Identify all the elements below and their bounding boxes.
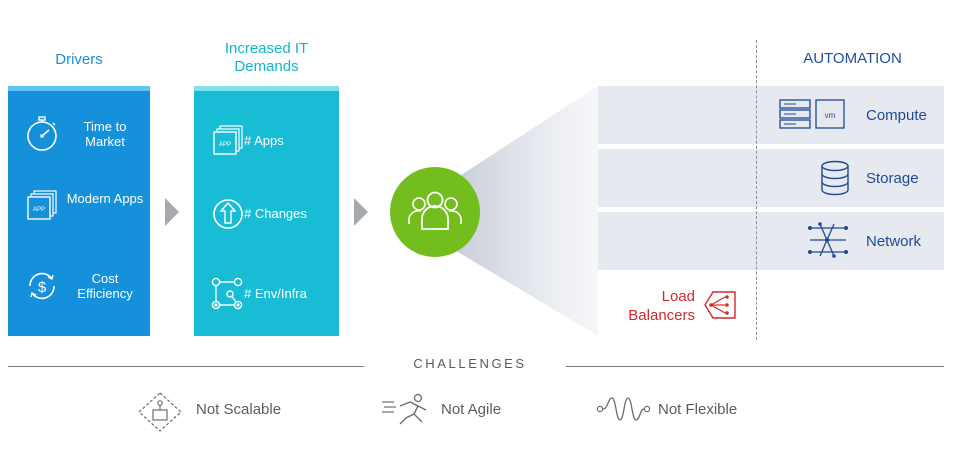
stopwatch-icon	[27, 116, 57, 151]
driver-label: Cost Efficiency	[77, 271, 133, 301]
automation-row-network: Network	[598, 212, 944, 270]
load-balancers-label: Load Balancers	[628, 288, 695, 324]
automation-label: Network	[866, 233, 922, 250]
challenge-label: Not Scalable	[196, 401, 282, 418]
squiggle-icon	[596, 397, 651, 421]
arrow-right-icon	[165, 198, 179, 226]
database-icon	[821, 160, 849, 196]
driver-item-modern-apps: APP Modern Apps	[8, 181, 150, 229]
challenges-rule-right	[566, 366, 944, 367]
dollar-cycle-icon: $	[29, 272, 55, 300]
server-vm-icon: vm	[779, 99, 845, 129]
network-nodes-icon	[211, 277, 243, 310]
challenges-title: CHALLENGES	[413, 356, 527, 371]
automation-divider	[756, 40, 757, 340]
demand-item-apps: APP # Apps	[194, 116, 339, 164]
demand-item-changes: # Changes	[194, 189, 339, 237]
team-group-icon	[408, 191, 462, 230]
challenge-label: Not Flexible	[658, 401, 738, 418]
demand-label: # Changes	[244, 206, 307, 221]
app-stack-icon: APP	[27, 190, 57, 220]
app-stack-icon: APP	[213, 125, 243, 155]
automation-row-compute: vm Compute	[598, 86, 944, 144]
automation-title: AUTOMATION	[803, 50, 902, 67]
vm-label: vm	[825, 111, 836, 120]
upload-arrow-icon	[213, 199, 243, 229]
challenges-rule-left	[8, 366, 364, 367]
demand-label: # Apps	[244, 133, 284, 148]
network-switch-icon	[808, 222, 848, 258]
driver-item-cost-efficiency: $ Cost Efficiency	[8, 261, 150, 309]
demands-panel: APP # Apps # Changes # Env/Infra	[194, 86, 339, 336]
running-person-icon	[382, 393, 427, 425]
drivers-title: Drivers	[55, 51, 103, 68]
demand-item-env-infra: # Env/Infra	[194, 269, 339, 317]
svg-text:APP: APP	[33, 207, 45, 213]
demand-label: # Env/Infra	[244, 286, 307, 301]
drivers-panel: Time to Market APP Modern Apps $ Cost Ef…	[8, 86, 150, 336]
load-balancer-icon	[704, 291, 736, 319]
driver-label: Time to Market	[83, 119, 127, 149]
automation-label: Storage	[866, 170, 919, 187]
svg-text:$: $	[38, 279, 47, 296]
arrow-right-icon	[354, 198, 368, 226]
demands-title: Increased IT Demands	[224, 40, 309, 75]
diamond-network-icon	[138, 392, 182, 432]
driver-item-time-to-market: Time to Market	[8, 109, 150, 157]
automation-row-storage: Storage	[598, 149, 944, 207]
driver-label: Modern Apps	[66, 191, 144, 206]
automation-label: Compute	[866, 107, 927, 124]
automation-panel: vm Compute Storage Network	[598, 86, 944, 271]
challenge-label: Not Agile	[441, 401, 502, 418]
svg-text:APP: APP	[219, 142, 231, 148]
hub-circle	[390, 167, 480, 257]
